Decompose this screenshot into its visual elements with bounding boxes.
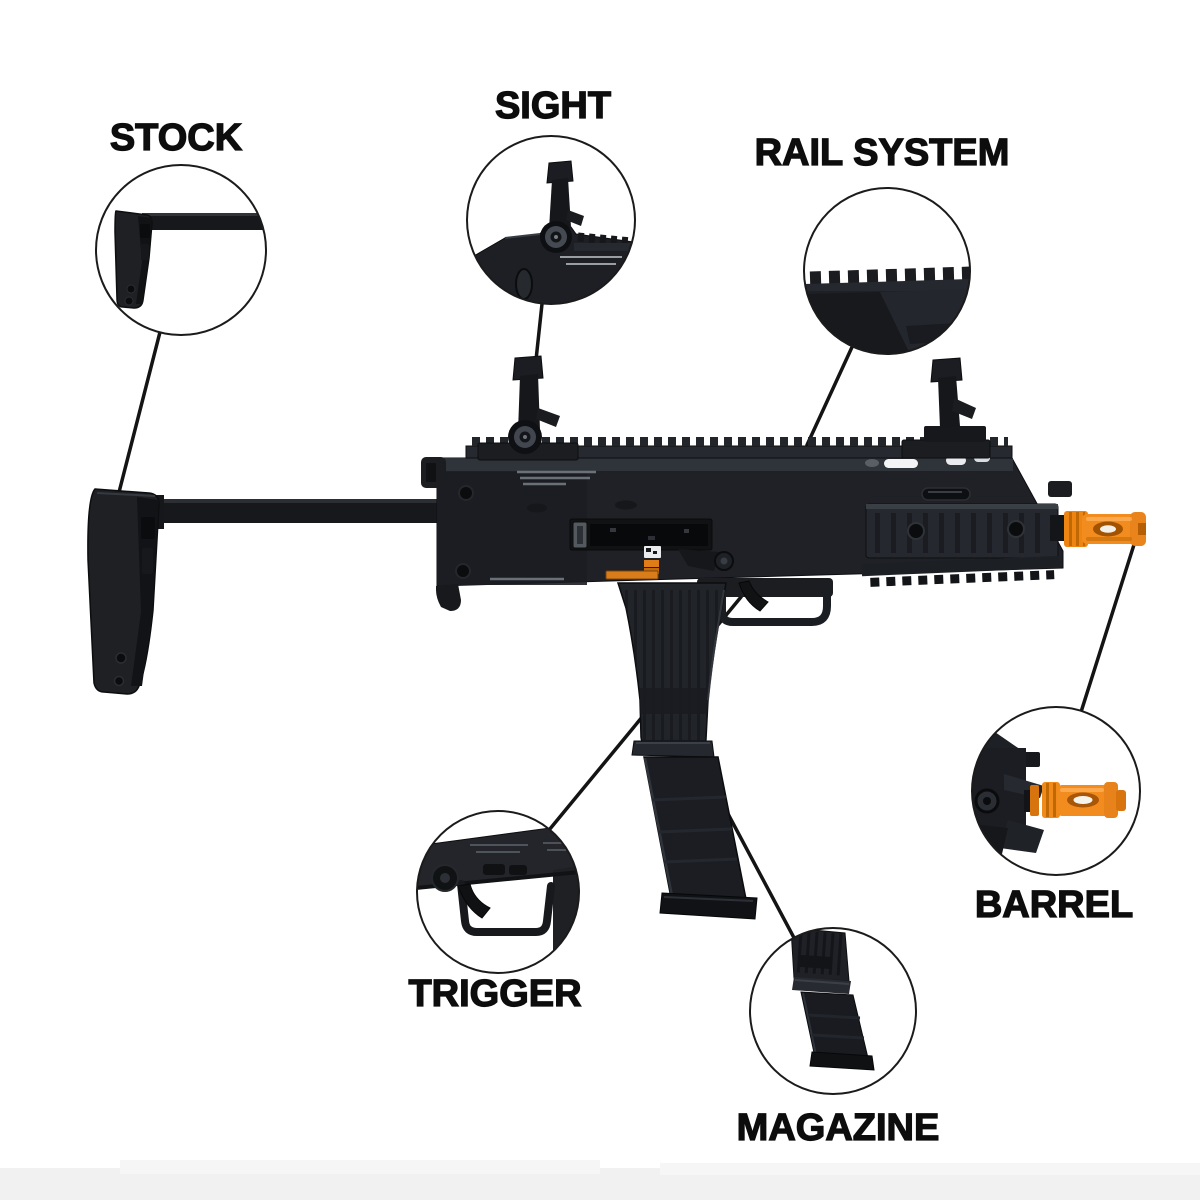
- magazine-inset-photo: [749, 927, 917, 1095]
- stock-rod: [148, 495, 442, 529]
- barrel-inset-photo: [971, 706, 1141, 876]
- receiver: [421, 437, 1072, 611]
- rail-inset-photo: [803, 187, 971, 355]
- label-barrel: BARREL: [974, 884, 1134, 926]
- trigger-inset-photo: [416, 810, 580, 974]
- stock-inset-photo: [95, 164, 267, 336]
- sight-inset-photo: [466, 135, 636, 305]
- label-trigger: TRIGGER: [408, 973, 582, 1015]
- label-magazine: MAGAZINE: [736, 1107, 940, 1149]
- trigger-group: [697, 578, 833, 626]
- label-rail-system: RAIL SYSTEM: [754, 132, 1010, 174]
- magazine: [643, 756, 758, 920]
- side-rail-panel: [865, 503, 1059, 559]
- stock-butt: [87, 488, 160, 695]
- rear-sight: [477, 355, 579, 461]
- trigger-blade: [738, 580, 769, 612]
- top-rail: [465, 437, 1013, 459]
- gun-photo: [87, 355, 1146, 920]
- front-sight: [901, 357, 991, 459]
- trigger-guard: [718, 585, 831, 626]
- orange-muzzle: [1064, 511, 1146, 547]
- photo-edge-shadow: [0, 1160, 1200, 1200]
- label-stock: STOCK: [109, 117, 243, 159]
- under-rail: [861, 555, 1060, 587]
- label-sight: SIGHT: [494, 85, 612, 127]
